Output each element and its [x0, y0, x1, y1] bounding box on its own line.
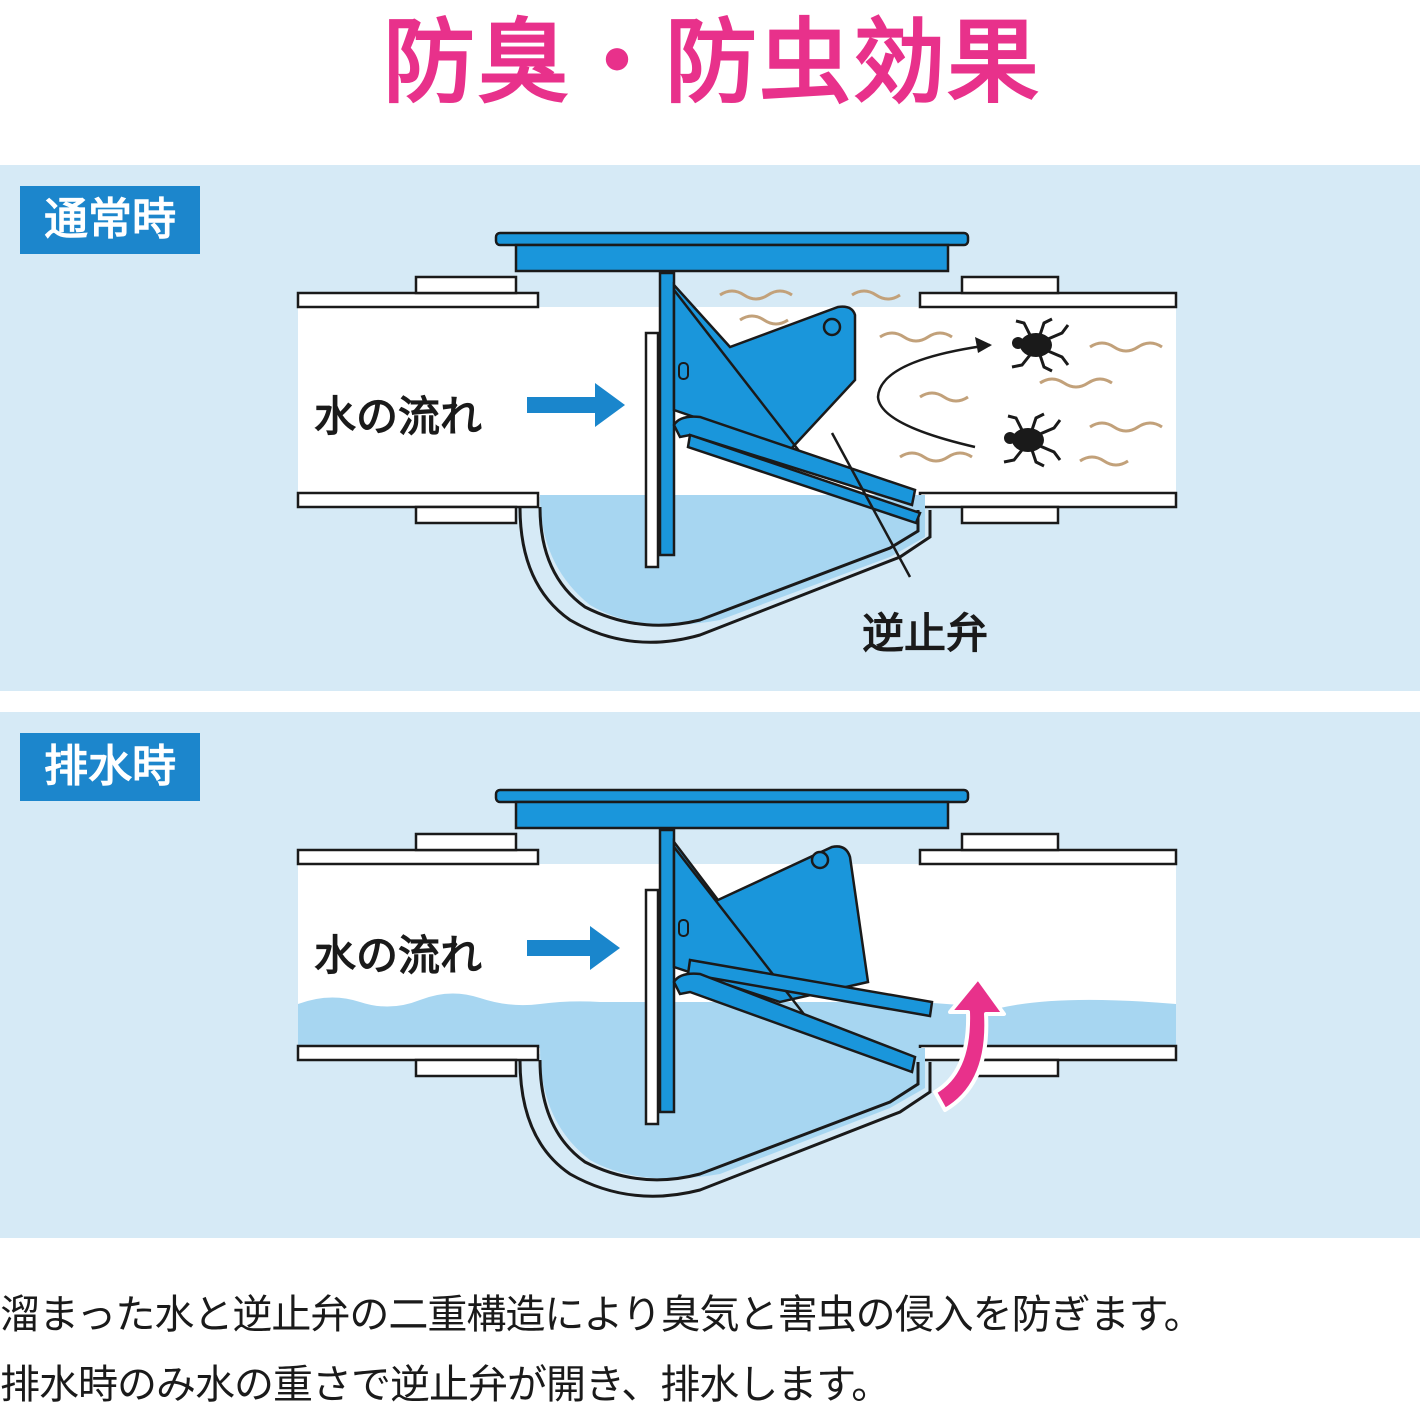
drain-state-panel: 排水時 水の流れ [0, 712, 1420, 1238]
pipe-wall-left-bottom [296, 491, 540, 509]
check-valve-label: 逆止弁 [862, 609, 989, 658]
pipe-wall-right-top [918, 291, 1178, 309]
cover-rim [494, 788, 970, 804]
coupling-right-top [960, 275, 1060, 295]
normal-trap-diagram [296, 231, 1178, 644]
coupling-left-bottom [414, 1058, 518, 1078]
bug-icon [1011, 317, 1070, 373]
drain-trap-diagram [296, 788, 1178, 1198]
odor-waves [719, 289, 1163, 467]
flow-arrow-icon [527, 383, 625, 427]
trap-bowl [518, 506, 932, 644]
coupling-left-top [414, 832, 518, 852]
cover-rim [494, 231, 970, 247]
drain-state-badge: 排水時 [20, 733, 200, 801]
trap-bowl [518, 1059, 932, 1198]
flow-label: 水の流れ [314, 392, 483, 441]
cover-plate [514, 800, 950, 830]
cover-plate [514, 243, 950, 273]
pipe-wall-right-bottom [918, 491, 1178, 509]
flow-arrow-icon [527, 926, 620, 970]
pipe-wall-right-bottom [918, 1044, 1178, 1062]
pipe-wall-left-top [296, 848, 540, 866]
page-title: 防臭・防虫効果 [382, 9, 1041, 116]
coupling-left-top [414, 275, 518, 295]
valve-leader-line [830, 432, 912, 578]
divider-plate [658, 828, 676, 1114]
pipe-wall-right-top [918, 848, 1178, 866]
coupling-left-bottom [414, 505, 518, 525]
normal-state-badge: 通常時 [20, 186, 200, 254]
check-valve [672, 281, 857, 452]
caption-line-2: 排水時のみ水の重さで逆止弁が開き、排水します。 [0, 1362, 891, 1408]
drain-up-arrow-icon [933, 976, 1006, 1112]
coupling-right-top [960, 832, 1060, 852]
pipe-wall-left-bottom [296, 1044, 540, 1062]
coupling-right-bottom [960, 505, 1060, 525]
flow-label: 水の流れ [314, 931, 483, 980]
normal-state-panel: 通常時 水の流れ 逆止弁 [0, 165, 1420, 691]
pipe-wall-left-top [296, 291, 540, 309]
trap-water [540, 495, 925, 625]
divider-plate [658, 271, 676, 557]
bug-icon [1003, 412, 1062, 468]
trap-water [540, 1048, 925, 1179]
caption-line-1: 溜まった水と逆止弁の二重構造により臭気と害虫の侵入を防ぎます。 [0, 1292, 1204, 1338]
curved-arrow-icon [876, 343, 991, 449]
